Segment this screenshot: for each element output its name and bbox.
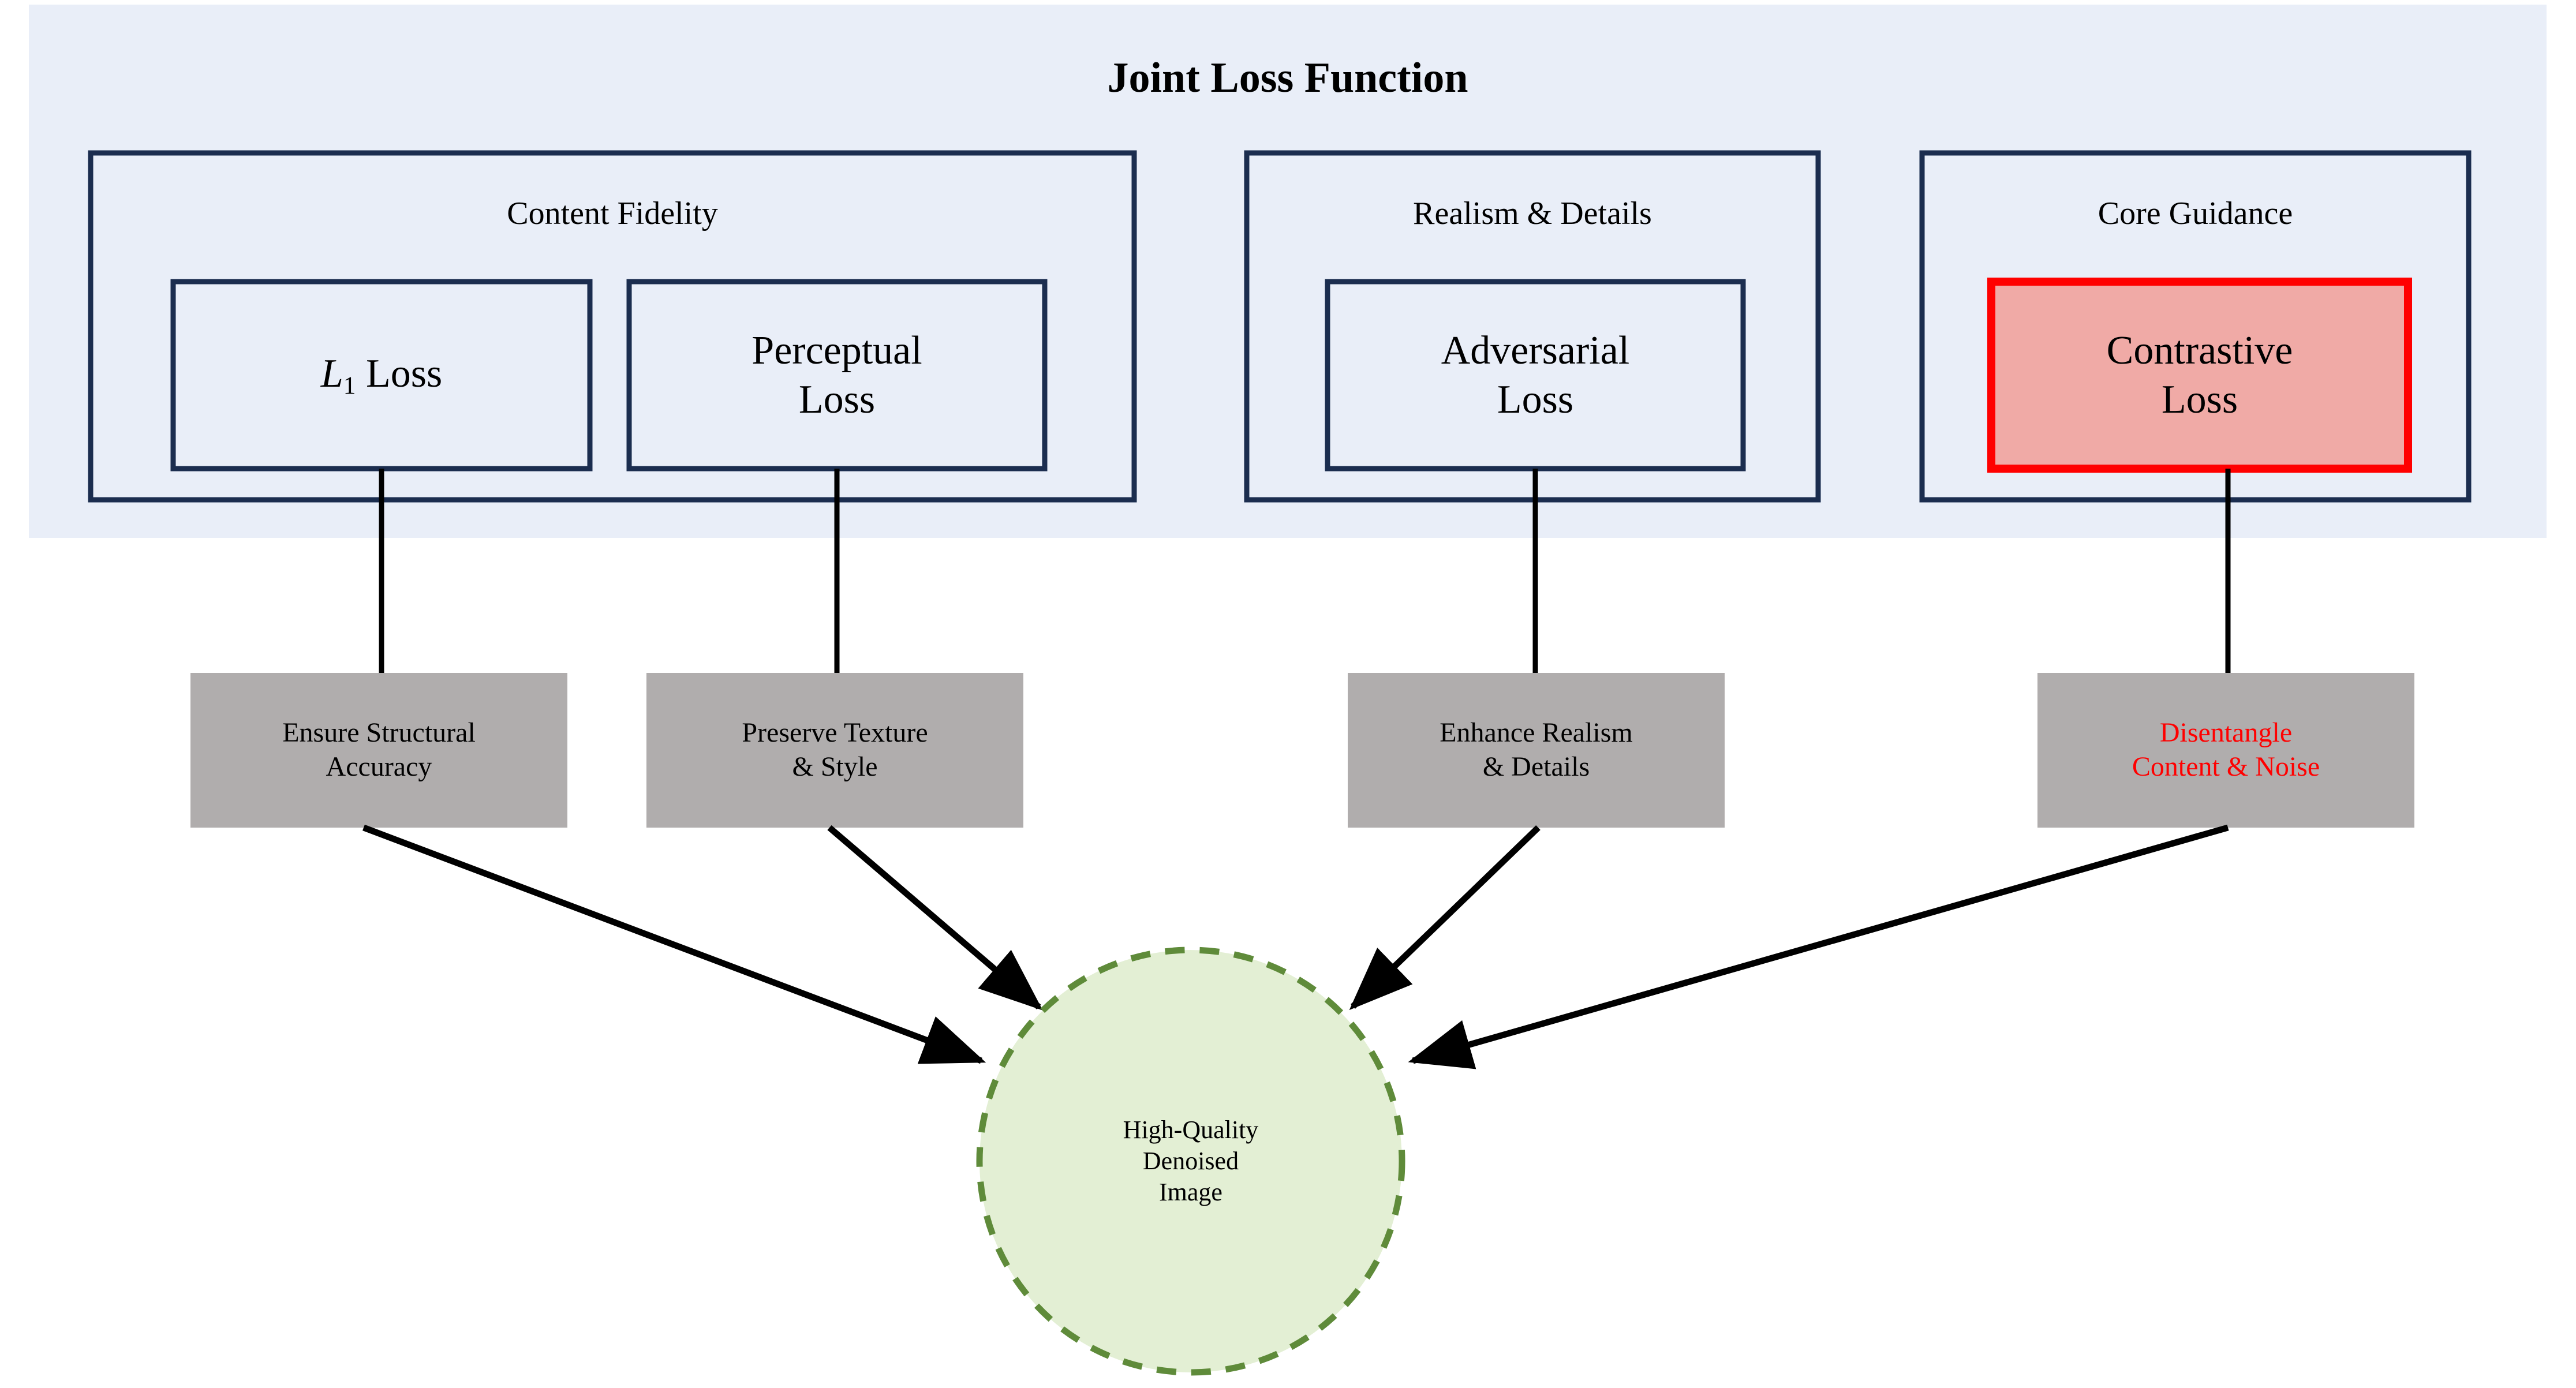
loss-box-perceptual[interactable] xyxy=(626,279,1048,472)
effect-box-ensure-structural-accuracy[interactable] xyxy=(190,673,567,828)
loss-box-adversarial[interactable] xyxy=(1325,279,1746,472)
arrow-effect1-to-outcome xyxy=(362,824,986,1064)
arrow-effect4-to-outcome xyxy=(1408,824,2229,1069)
arrow-effect2-to-outcome xyxy=(827,825,1043,1011)
outcome-circle[interactable] xyxy=(976,946,1405,1376)
arrow-effect3-to-outcome xyxy=(1349,825,1541,1011)
effect-box-disentangle-content-noise[interactable] xyxy=(2037,673,2414,828)
loss-box-l1[interactable] xyxy=(170,279,593,472)
effect-box-preserve-texture-style[interactable] xyxy=(646,673,1023,828)
loss-box-contrastive[interactable] xyxy=(1987,278,2412,473)
effect-box-enhance-realism-details[interactable] xyxy=(1348,673,1725,828)
